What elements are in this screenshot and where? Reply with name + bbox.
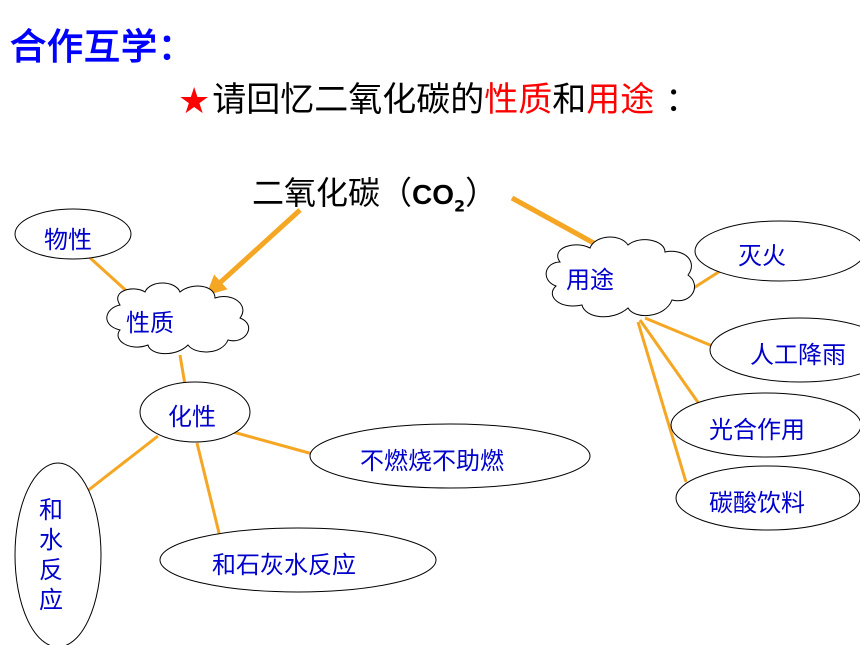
connector-limewater — [195, 442, 222, 538]
star-icon: ★ — [178, 81, 211, 122]
subtitle-prefix: 请回忆二氧化碳的 — [212, 80, 485, 120]
node-chemical-property: 化性 — [168, 403, 216, 431]
subtitle: ★请回忆二氧化碳的性质和用途 ： — [178, 72, 699, 122]
node-uses: 用途 — [566, 266, 614, 294]
ellipse-water — [14, 462, 102, 645]
node-water-reaction: 和水反应 — [39, 496, 63, 614]
connector-drinks — [636, 321, 688, 483]
node-properties: 性质 — [126, 309, 174, 337]
node-physical-property: 物性 — [44, 226, 92, 254]
ellipse-nonflammable — [309, 423, 591, 489]
subtitle-use: 用途 — [586, 80, 655, 120]
connector-nonflammable — [232, 430, 321, 458]
node-nonflammable: 不燃烧不助燃 — [360, 447, 504, 475]
connector-chemical — [178, 354, 187, 386]
node-photosynthesis: 光合作用 — [709, 416, 805, 444]
cloud-properties — [106, 282, 250, 355]
ellipse-rain — [709, 317, 860, 383]
subtitle-suffix: ： — [654, 80, 700, 120]
node-limewater: 和石灰水反应 — [212, 551, 356, 579]
ellipse-fire — [694, 220, 860, 282]
ellipse-drinks — [675, 465, 860, 531]
page-title: 合作互学： — [10, 27, 196, 68]
connector-water — [85, 434, 159, 494]
connector-photosynthesis — [638, 319, 704, 409]
ellipse-photosynthesis — [670, 392, 860, 458]
ellipse-limewater — [159, 527, 437, 593]
arrow-to-properties — [206, 208, 302, 296]
co2-subscript: 2 — [454, 196, 466, 216]
center-topic: 二氧化碳（CO2） — [252, 168, 497, 215]
connector-rain — [644, 316, 723, 352]
node-fire-extinguishing: 灭火 — [738, 242, 786, 270]
co2-formula: CO — [412, 179, 455, 210]
subtitle-mid: 和 — [552, 80, 587, 120]
center-name: 二氧化碳（ — [252, 174, 413, 212]
node-artificial-rain: 人工降雨 — [750, 341, 846, 369]
node-carbonated-drinks: 碳酸饮料 — [709, 489, 805, 517]
subtitle-property: 性质 — [484, 80, 553, 120]
center-close: ） — [465, 174, 498, 212]
ellipse-chemical — [139, 381, 251, 443]
cloud-uses — [545, 236, 695, 318]
ellipse-physical — [14, 208, 132, 260]
